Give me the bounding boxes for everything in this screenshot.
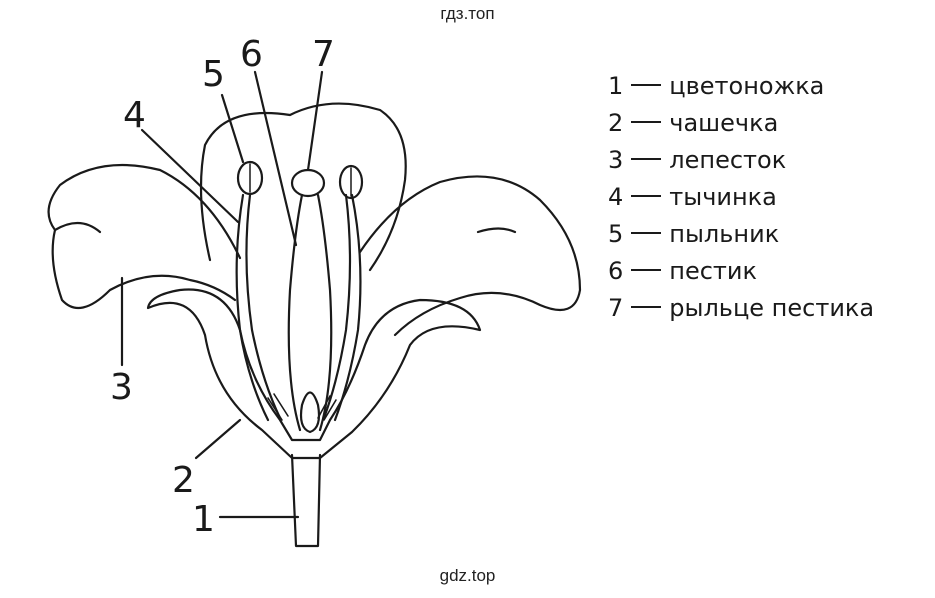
stigma xyxy=(290,168,326,198)
pedicel xyxy=(290,453,322,548)
petal-left xyxy=(47,163,242,310)
leader-7 xyxy=(306,70,324,172)
anther-left xyxy=(236,160,264,196)
callout-3: 3 xyxy=(110,367,133,408)
callout-2: 2 xyxy=(172,460,195,501)
leader-2 xyxy=(194,418,242,460)
leader-5 xyxy=(220,93,245,164)
stamen-left xyxy=(235,193,270,422)
calyx xyxy=(146,288,482,460)
callout-1: 1 xyxy=(192,499,215,540)
leader-6 xyxy=(253,70,298,247)
watermark-top: гдз.топ xyxy=(440,4,495,23)
petal-right xyxy=(358,175,582,337)
callout-5: 5 xyxy=(202,54,225,95)
callout-6: 6 xyxy=(240,34,263,75)
stamen-right xyxy=(333,193,362,422)
anther-right xyxy=(338,164,364,200)
callout-4: 4 xyxy=(123,95,146,136)
pistil xyxy=(287,193,333,432)
watermark-bottom: gdz.top xyxy=(439,566,496,585)
leader-4 xyxy=(140,128,240,224)
callout-7: 7 xyxy=(312,34,335,75)
petal-back xyxy=(199,102,407,272)
